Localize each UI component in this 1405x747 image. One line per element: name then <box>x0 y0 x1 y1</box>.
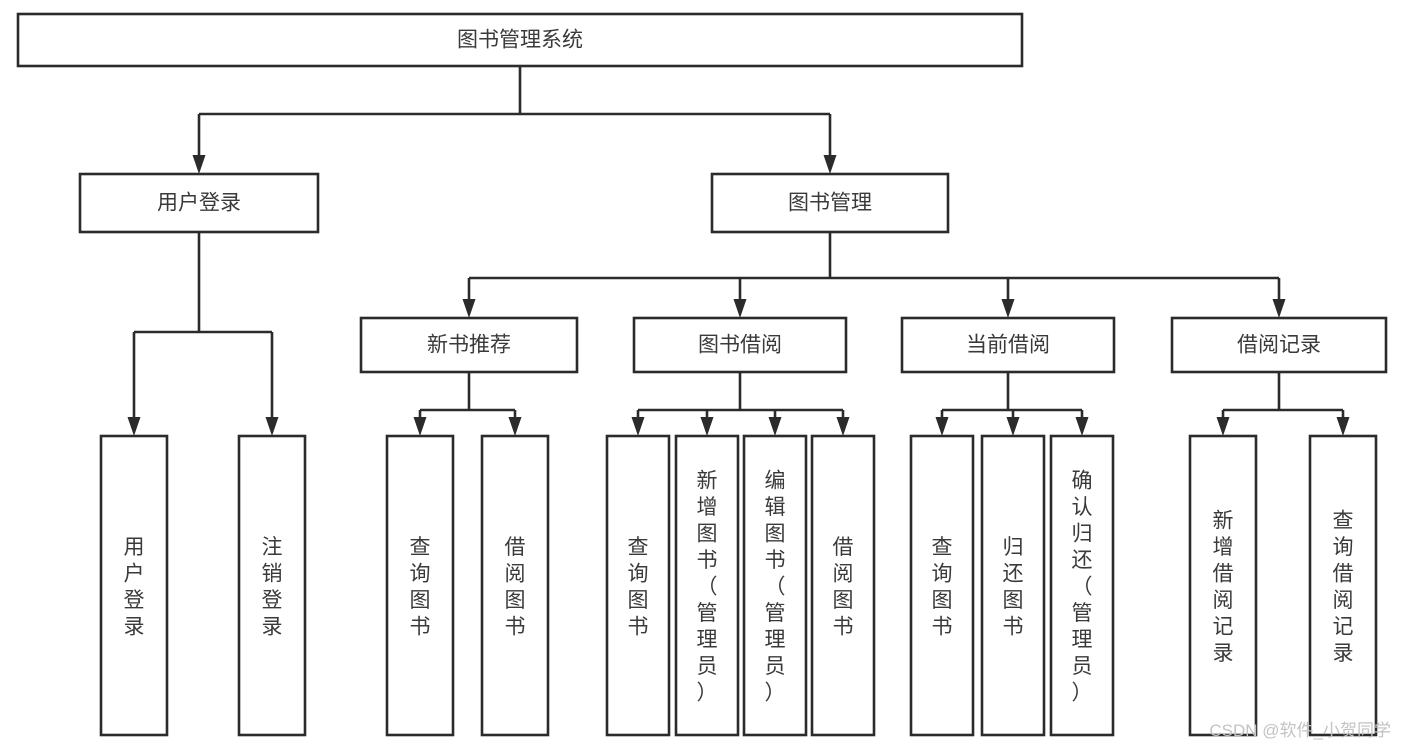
node-leaf-add-book[interactable]: 新增图书（管理员） <box>674 434 740 737</box>
node-label: 归还图书 <box>1003 535 1024 638</box>
node-label: 新增图书（管理员） <box>697 469 718 704</box>
node-box <box>359 316 579 374</box>
arrow-head-icon <box>700 417 714 436</box>
node-label: 查询图书 <box>932 535 953 638</box>
node-leaf-return-book[interactable]: 归还图书 <box>980 434 1046 737</box>
node-box <box>16 12 1024 68</box>
node-box <box>909 434 975 737</box>
node-label: 注销登录 <box>262 535 283 638</box>
node-box <box>78 172 320 234</box>
node-book-borrow[interactable]: 图书借阅 <box>632 316 848 374</box>
node-label: 借阅记录 <box>1237 334 1321 357</box>
arrow-head-icon <box>1216 417 1230 436</box>
node-box <box>99 434 169 737</box>
node-label: 新书推荐 <box>427 334 511 357</box>
node-leaf-query-record[interactable]: 查询借阅记录 <box>1308 434 1378 737</box>
node-root[interactable]: 图书管理系统 <box>16 12 1024 68</box>
node-label: 查询借阅记录 <box>1333 509 1354 665</box>
node-box <box>900 316 1116 374</box>
node-box <box>710 172 950 234</box>
node-label: 借阅图书 <box>505 535 526 638</box>
node-label: 新增借阅记录 <box>1213 509 1234 665</box>
node-label: 借阅图书 <box>833 535 854 638</box>
node-leaf-logout[interactable]: 注销登录 <box>237 434 307 737</box>
node-label: 用户登录 <box>157 192 241 215</box>
arrow-head-icon <box>413 417 427 436</box>
node-label: 图书借阅 <box>698 334 782 357</box>
node-user-login[interactable]: 用户登录 <box>78 172 320 234</box>
arrow-head-icon <box>1336 417 1350 436</box>
node-box <box>385 434 455 737</box>
node-leaf-add-record[interactable]: 新增借阅记录 <box>1188 434 1258 737</box>
node-label: 编辑图书（管理员） <box>765 469 786 704</box>
node-box <box>605 434 671 737</box>
node-label: 用户登录 <box>124 535 145 638</box>
node-label: 查询图书 <box>628 535 649 638</box>
node-leaf-query-book-c[interactable]: 查询图书 <box>909 434 975 737</box>
node-book-mgmt[interactable]: 图书管理 <box>710 172 950 234</box>
node-borrow-record[interactable]: 借阅记录 <box>1170 316 1388 374</box>
arrow-head-icon <box>1006 417 1020 436</box>
arrow-head-icon <box>265 417 279 436</box>
node-box <box>1049 434 1115 737</box>
node-leaf-borrow-book-a[interactable]: 借阅图书 <box>480 434 550 737</box>
node-new-book-rec[interactable]: 新书推荐 <box>359 316 579 374</box>
node-label: 查询图书 <box>410 535 431 638</box>
arrow-head-icon <box>192 155 206 174</box>
node-box <box>1170 316 1388 374</box>
node-label: 确认归还（管理员） <box>1072 469 1093 704</box>
arrow-head-icon <box>823 155 837 174</box>
node-box <box>237 434 307 737</box>
arrow-head-icon <box>462 299 476 318</box>
node-box <box>810 434 876 737</box>
node-box <box>632 316 848 374</box>
arrow-head-icon <box>1001 299 1015 318</box>
node-leaf-borrow-book-b[interactable]: 借阅图书 <box>810 434 876 737</box>
node-leaf-confirm-return[interactable]: 确认归还（管理员） <box>1049 434 1115 737</box>
csdn-watermark: CSDN @软件_小贺同学 <box>1209 721 1391 740</box>
node-box <box>980 434 1046 737</box>
edges-layer <box>127 66 1350 436</box>
node-leaf-edit-book[interactable]: 编辑图书（管理员） <box>742 434 808 737</box>
arrow-head-icon <box>127 417 141 436</box>
nodes-layer: 图书管理系统用户登录图书管理新书推荐图书借阅当前借阅借阅记录用户登录注销登录查询… <box>16 12 1388 737</box>
arrow-head-icon <box>768 417 782 436</box>
node-box <box>674 434 740 737</box>
node-label: 图书管理系统 <box>457 29 583 52</box>
node-leaf-user-login[interactable]: 用户登录 <box>99 434 169 737</box>
node-current-borrow[interactable]: 当前借阅 <box>900 316 1116 374</box>
arrow-head-icon <box>836 417 850 436</box>
node-label: 当前借阅 <box>966 334 1050 357</box>
node-box <box>742 434 808 737</box>
node-leaf-query-book-b[interactable]: 查询图书 <box>605 434 671 737</box>
node-box <box>1188 434 1258 737</box>
arrow-head-icon <box>1075 417 1089 436</box>
arrow-head-icon <box>733 299 747 318</box>
node-box <box>480 434 550 737</box>
arrow-head-icon <box>1272 299 1286 318</box>
arrow-head-icon <box>508 417 522 436</box>
arrow-head-icon <box>631 417 645 436</box>
arrow-head-icon <box>935 417 949 436</box>
node-leaf-query-book-a[interactable]: 查询图书 <box>385 434 455 737</box>
node-box <box>1308 434 1378 737</box>
node-label: 图书管理 <box>788 192 872 215</box>
